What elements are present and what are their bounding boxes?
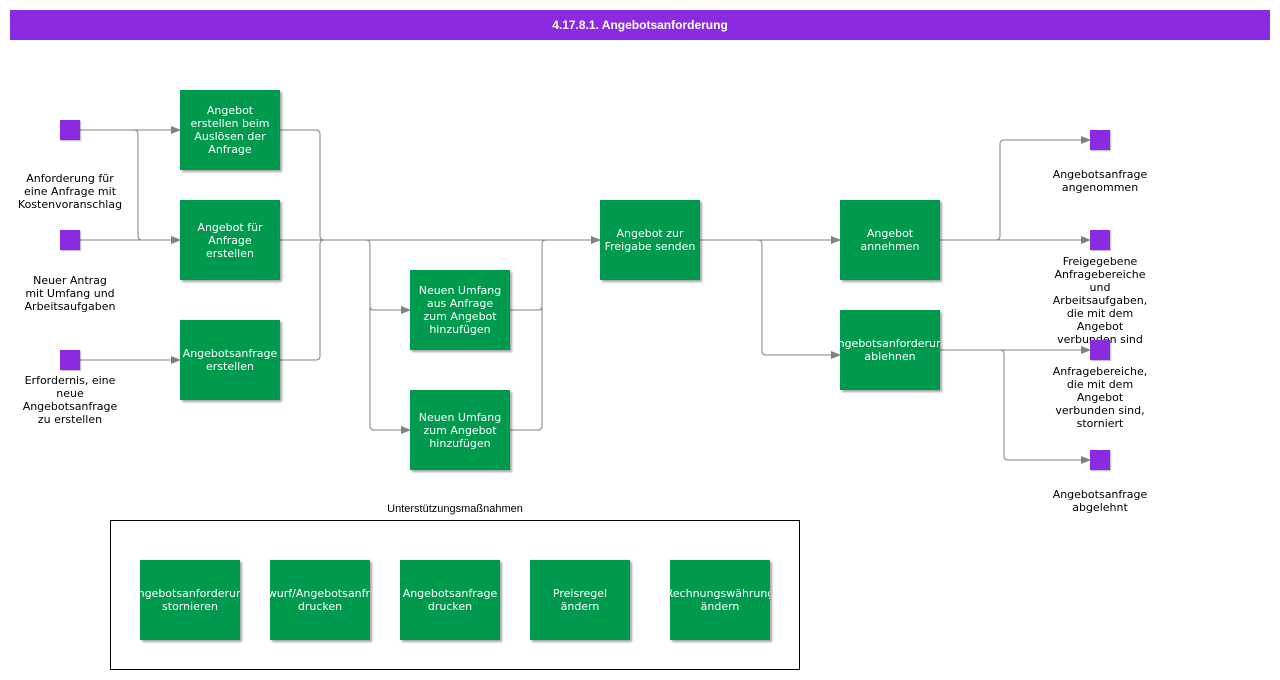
support-label: Angebotsanforderung stornieren <box>140 587 240 613</box>
support-label: Angebotsanfrage drucken <box>402 587 498 613</box>
end-event-freigegeben-label: Freigegebene Anfragebereiche und Arbeits… <box>1052 255 1148 346</box>
support-title: Unterstützungsmaßnahmen <box>387 503 523 515</box>
process-angebot-fuer-anfrage[interactable]: Angebot für Anfrage erstellen <box>180 200 280 280</box>
process-umfang-aus-anfrage[interactable]: Neuen Umfang aus Anfrage zum Angebot hin… <box>410 270 510 350</box>
support-entwurf-drucken[interactable]: Entwurf/Angebotsanfrage drucken <box>270 560 370 640</box>
support-label: Preisregel ändern <box>552 587 608 613</box>
support-angebotsanfrage-drucken[interactable]: Angebotsanfrage drucken <box>400 560 500 640</box>
start-event-1-label: Anforderung für eine Anfrage mit Kostenv… <box>17 172 123 211</box>
process-label: Angebot für Anfrage erstellen <box>197 220 263 260</box>
support-label: Rechnungswährung ändern <box>670 587 770 613</box>
support-container <box>110 520 800 670</box>
support-preisregel-aendern[interactable]: Preisregel ändern <box>530 560 630 640</box>
edge-ablehnen-to-abgelehnt <box>940 349 1091 464</box>
end-event-angenommen-label: Angebotsanfrage angenommen <box>1052 168 1148 194</box>
process-label: Neuen Umfang aus Anfrage zum Angebot hin… <box>418 284 502 336</box>
end-event-abgelehnt-label: Angebotsanfrage abgelehnt <box>1052 488 1148 514</box>
process-label: Angebotsanforderung ablehnen <box>840 337 940 363</box>
process-angebotsanfrage-erstellen[interactable]: Angebotsanfrage erstellen <box>180 320 280 400</box>
end-event-abgelehnt[interactable] <box>1090 450 1110 470</box>
diagram-title: 4.17.8.1. Angebotsanforderung <box>10 10 1270 40</box>
start-event-1[interactable] <box>60 120 80 140</box>
end-event-freigegeben[interactable] <box>1090 230 1110 250</box>
edge-umfang-aus-anfrage-back <box>510 239 547 311</box>
process-freigabe-senden[interactable]: Angebot zur Freigabe senden <box>600 200 700 280</box>
edge-umfang-zum-angebot-back <box>510 306 543 431</box>
edge-branch-umfang-aus-anfrage <box>365 239 411 314</box>
process-angebot-erstellen-ausloesen[interactable]: Angebot erstellen beim Auslösen der Anfr… <box>180 90 280 170</box>
end-event-storniert[interactable] <box>1090 340 1110 360</box>
process-label: Angebot zur Freigabe senden <box>604 227 696 253</box>
support-anforderung-stornieren[interactable]: Angebotsanforderung stornieren <box>140 560 240 640</box>
start-event-2-label: Neuer Antrag mit Umfang und Arbeitsaufga… <box>24 274 116 313</box>
process-label: Neuen Umfang zum Angebot hinzufügen <box>418 410 502 450</box>
process-angebot-annehmen[interactable]: Angebot annehmen <box>840 200 940 280</box>
process-anforderung-ablehnen[interactable]: Angebotsanforderung ablehnen <box>840 310 940 390</box>
start-event-2[interactable] <box>60 230 80 250</box>
edge-angebotsanfrage-merge <box>280 239 325 361</box>
end-event-angenommen[interactable] <box>1090 130 1110 150</box>
process-umfang-zum-angebot[interactable]: Neuen Umfang zum Angebot hinzufügen <box>410 390 510 470</box>
process-label: Angebot annehmen <box>860 227 920 253</box>
support-label: Entwurf/Angebotsanfrage drucken <box>270 587 370 613</box>
process-label: Angebot erstellen beim Auslösen der Anfr… <box>190 104 270 156</box>
start-event-3[interactable] <box>60 350 80 370</box>
start-event-3-label: Erfordernis, eine neue Angebotsanfrage z… <box>22 374 118 426</box>
support-rechnungswaehrung-aendern[interactable]: Rechnungswährung ändern <box>670 560 770 640</box>
edge-erstellen-merge <box>280 129 325 241</box>
edge-freigabe-to-ablehnen <box>757 239 841 359</box>
process-label: Angebotsanfrage erstellen <box>182 347 278 373</box>
end-event-storniert-label: Anfragebereiche, die mit dem Angebot ver… <box>1052 365 1148 430</box>
edge-branch-umfang-zum-angebot <box>369 306 411 434</box>
